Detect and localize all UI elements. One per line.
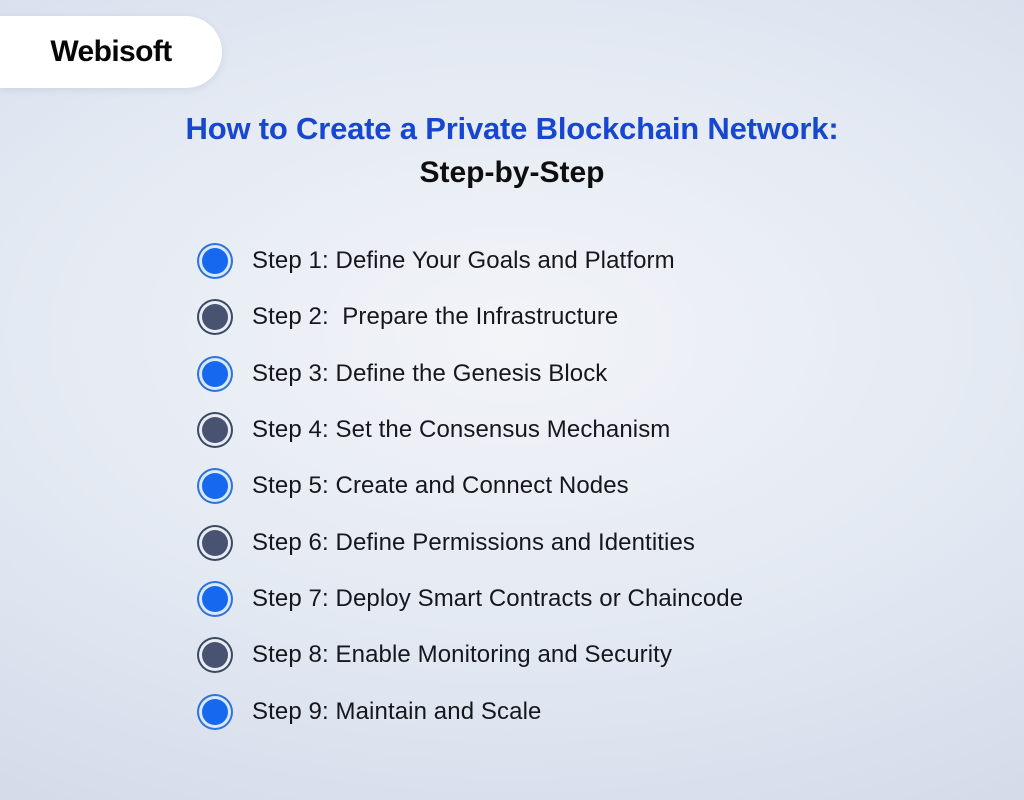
step-item-1: Step 1: Define Your Goals and Platform (201, 233, 941, 289)
step-bullet-icon (202, 529, 228, 556)
page-title: How to Create a Private Blockchain Netwo… (0, 110, 1024, 191)
step-item-5: Step 5: Create and Connect Nodes (201, 458, 941, 514)
step-item-9: Step 9: Maintain and Scale (201, 683, 941, 739)
step-bullet-icon (202, 585, 228, 612)
steps-list: Step 1: Define Your Goals and Platform S… (201, 233, 941, 740)
step-bullet-icon (202, 304, 228, 331)
title-line-2: Step-by-Step (419, 156, 605, 189)
step-item-3: Step 3: Define the Genesis Block (201, 346, 941, 402)
step-bullet-icon (202, 473, 228, 500)
step-bullet-icon (202, 698, 228, 725)
step-label: Step 3: Define the Genesis Block (252, 359, 608, 387)
step-label: Step 1: Define Your Goals and Platform (252, 247, 675, 275)
webisoft-logo: Webisoft (0, 16, 222, 88)
step-label: Step 4: Set the Consensus Mechanism (252, 416, 671, 444)
step-bullet-icon (202, 248, 228, 275)
step-item-8: Step 8: Enable Monitoring and Security (201, 627, 941, 683)
step-item-7: Step 7: Deploy Smart Contracts or Chainc… (201, 571, 941, 627)
step-label: Step 5: Create and Connect Nodes (252, 472, 629, 500)
step-label: Step 7: Deploy Smart Contracts or Chainc… (252, 584, 744, 612)
title-line-1: How to Create a Private Blockchain Netwo… (185, 111, 839, 146)
step-label: Step 8: Enable Monitoring and Security (252, 641, 673, 669)
step-label: Step 9: Maintain and Scale (252, 697, 542, 725)
step-bullet-icon (202, 642, 228, 669)
webisoft-logo-text: Webisoft (50, 35, 172, 68)
step-item-2: Step 2: Prepare the Infrastructure (201, 289, 941, 345)
step-item-6: Step 6: Define Permissions and Identitie… (201, 514, 941, 570)
step-item-4: Step 4: Set the Consensus Mechanism (201, 402, 941, 458)
step-label: Step 2: Prepare the Infrastructure (252, 303, 619, 331)
step-bullet-icon (202, 417, 228, 444)
step-label: Step 6: Define Permissions and Identitie… (252, 528, 696, 556)
step-bullet-icon (202, 360, 228, 387)
